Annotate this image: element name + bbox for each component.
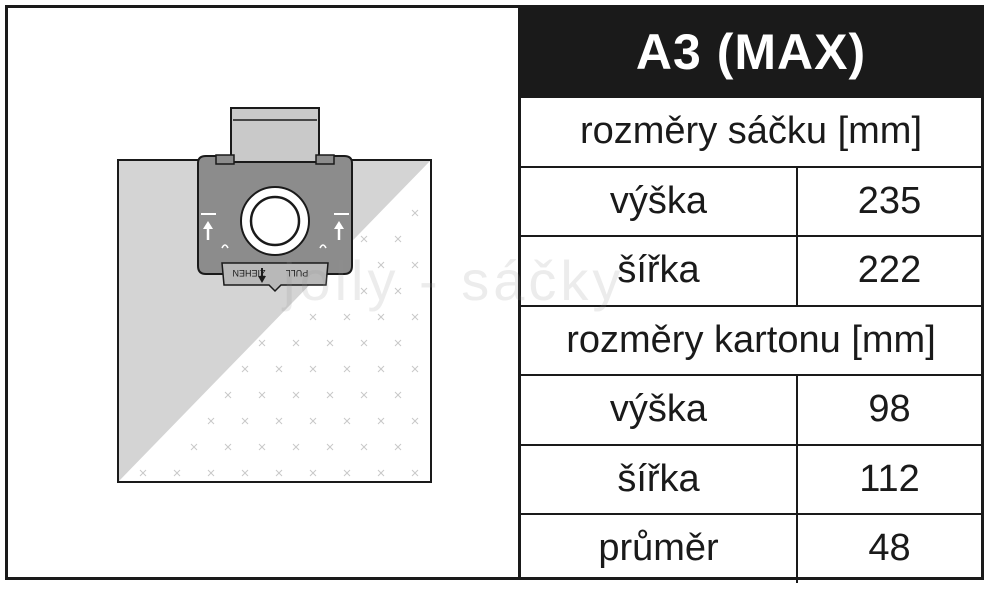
table-row: šířka 222 — [521, 235, 981, 305]
table-row: průměr 48 — [521, 513, 981, 583]
section-header-bag: rozměry sáčku [mm] — [521, 96, 981, 166]
collar-opening — [249, 195, 301, 247]
panel-divider — [518, 8, 521, 577]
section-header-carton: rozměry kartonu [mm] — [521, 304, 981, 375]
row-value: 235 — [857, 179, 922, 222]
arrow-down-icon — [258, 268, 266, 283]
product-card: PULL ZIEHEN A3 (MAX) rozměry sáčku [mm] … — [5, 5, 984, 583]
table-row: šířka 112 — [521, 443, 981, 513]
row-label: výška — [521, 167, 798, 235]
vacuum-bag-illustration: PULL ZIEHEN — [117, 107, 432, 483]
bag-dot-pattern — [139, 209, 419, 477]
row-label: šířka — [521, 445, 798, 513]
bag-illustration-panel: PULL ZIEHEN — [8, 8, 518, 577]
row-value: 98 — [868, 388, 911, 431]
dimensions-table: A3 (MAX) rozměry sáčku [mm] výška 235 ší… — [521, 8, 981, 583]
arrow-up-icon — [203, 221, 213, 240]
table-row: výška 98 — [521, 374, 981, 444]
collar-tab — [230, 107, 320, 167]
row-label: šířka — [521, 237, 798, 305]
row-value: 222 — [857, 249, 922, 292]
arrow-up-icon — [334, 221, 344, 240]
section-header-label: rozměry sáčku [mm] — [579, 110, 923, 153]
row-label: průměr — [521, 515, 798, 583]
pull-label: PULL — [286, 268, 309, 278]
row-value: 112 — [859, 457, 920, 500]
section-header-label: rozměry kartonu [mm] — [566, 318, 936, 361]
row-label: výška — [521, 376, 798, 444]
table-row: výška 235 — [521, 165, 981, 235]
pull-tab — [221, 262, 329, 293]
row-value: 48 — [868, 527, 911, 570]
ziehen-label: ZIEHEN — [232, 268, 265, 278]
product-title: A3 (MAX) — [521, 8, 981, 96]
